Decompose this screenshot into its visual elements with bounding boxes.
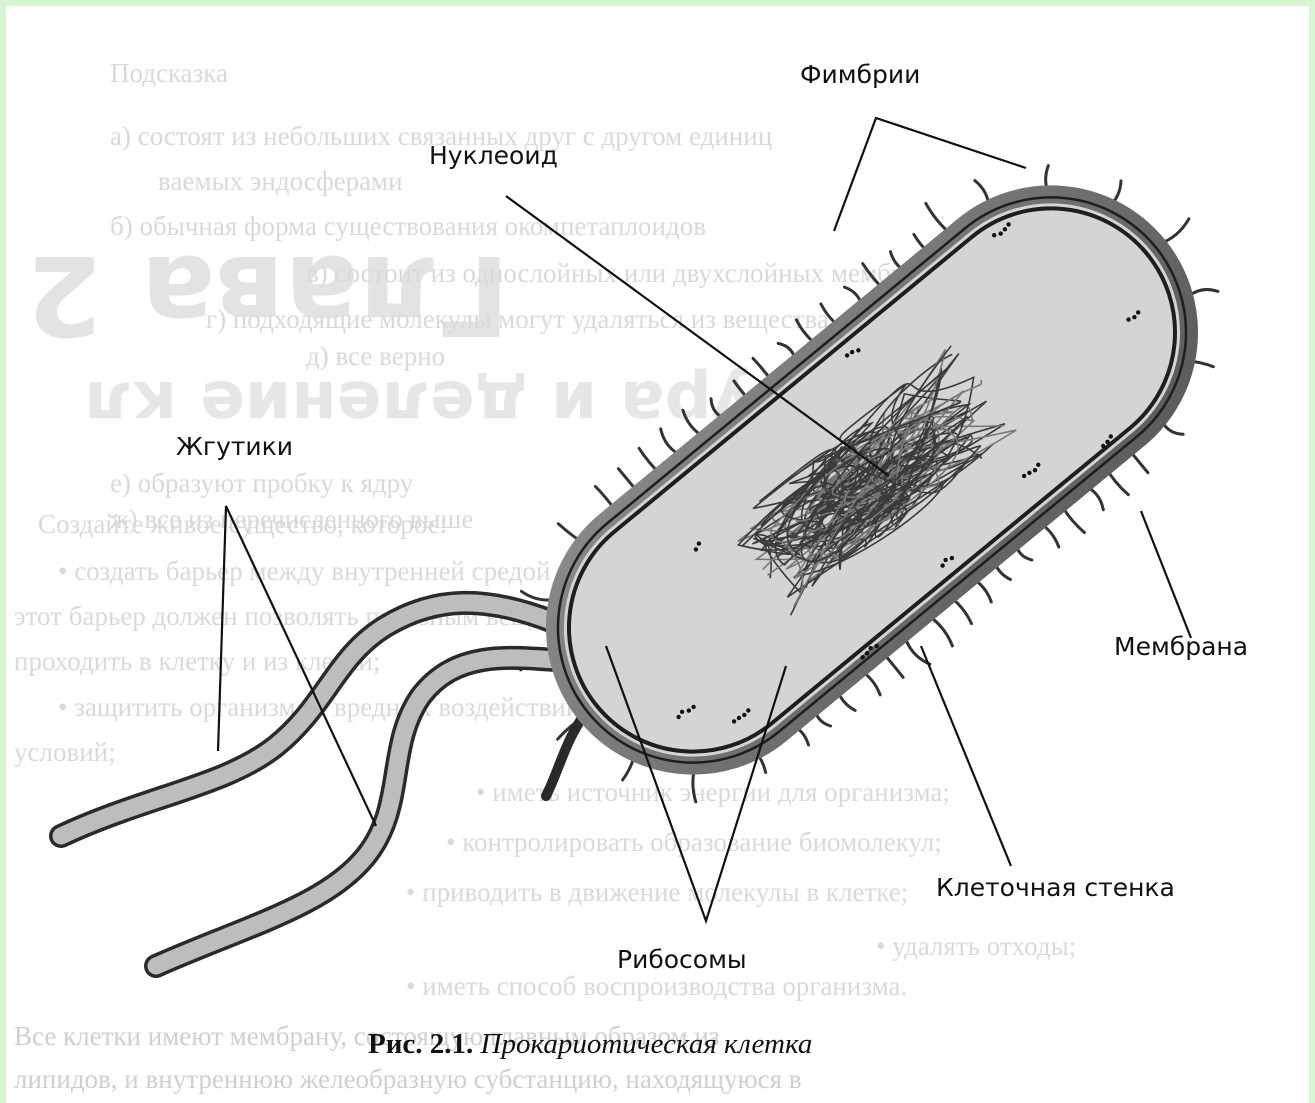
ribosome-dot xyxy=(865,651,869,655)
ribosome-dot xyxy=(943,558,947,562)
caption-number: Рис. 2.1. xyxy=(368,1028,473,1060)
label-flagella: Жгутики xyxy=(176,432,293,461)
ribosome-dot xyxy=(869,646,873,650)
ribosome-dot xyxy=(1003,227,1007,231)
ribosome-dot xyxy=(845,353,849,357)
ribosome-dot xyxy=(1136,310,1140,314)
page: Глава 2 Структура и деление кл Подсказка… xyxy=(6,6,1309,1103)
ribosome-dot xyxy=(742,713,746,717)
ribosome-dot xyxy=(860,655,864,659)
ribosome-dot xyxy=(1033,468,1037,472)
ribosome-dot xyxy=(1101,444,1105,448)
label-fimbriae: Фимбрии xyxy=(800,60,920,89)
ribosome-dot xyxy=(856,348,860,352)
ribosome-dot xyxy=(691,705,695,709)
ribosome-dot xyxy=(732,719,736,723)
ribosome-dot xyxy=(746,708,750,712)
ribosome-dot xyxy=(687,708,691,712)
ribosome-dot xyxy=(1126,317,1130,321)
ribosome-dot xyxy=(850,350,854,354)
ribosome-dot xyxy=(1027,471,1031,475)
ribosome-dot xyxy=(1132,315,1136,319)
ribosome-dot xyxy=(875,644,879,648)
label-ribosomes: Рибосомы xyxy=(617,945,747,974)
ribosome-dot xyxy=(1022,474,1026,478)
label-membrane: Мембрана xyxy=(1114,632,1248,661)
prokaryotic-cell-diagram xyxy=(6,6,1309,1103)
label-cell-wall: Клеточная стенка xyxy=(936,873,1175,902)
ribosome-dot xyxy=(1105,440,1109,444)
figure-caption: Рис. 2.1. Прокариотическая клетка xyxy=(368,1028,812,1061)
caption-title: Прокариотическая клетка xyxy=(481,1028,813,1060)
ribosome-dot xyxy=(694,547,698,551)
ribosome-dot xyxy=(940,563,944,567)
leader-cell-wall xyxy=(921,646,1011,866)
ribosome-dot xyxy=(676,715,680,719)
flagella xyxy=(61,603,591,966)
ribosome-dot xyxy=(737,716,741,720)
label-nucleoid: Нуклеоид xyxy=(429,141,558,170)
ribosome-dot xyxy=(999,231,1003,235)
ribosome-dot xyxy=(697,541,701,545)
ribosome-dot xyxy=(1006,222,1010,226)
ribosome-dot xyxy=(992,233,996,237)
ribosome-dot xyxy=(1036,463,1040,467)
leader-membrane xyxy=(1141,511,1191,638)
ribosome-dot xyxy=(680,710,684,714)
ribosome-dot xyxy=(950,556,954,560)
ribosome-dot xyxy=(1109,434,1113,438)
flagellum-lower xyxy=(156,658,568,966)
